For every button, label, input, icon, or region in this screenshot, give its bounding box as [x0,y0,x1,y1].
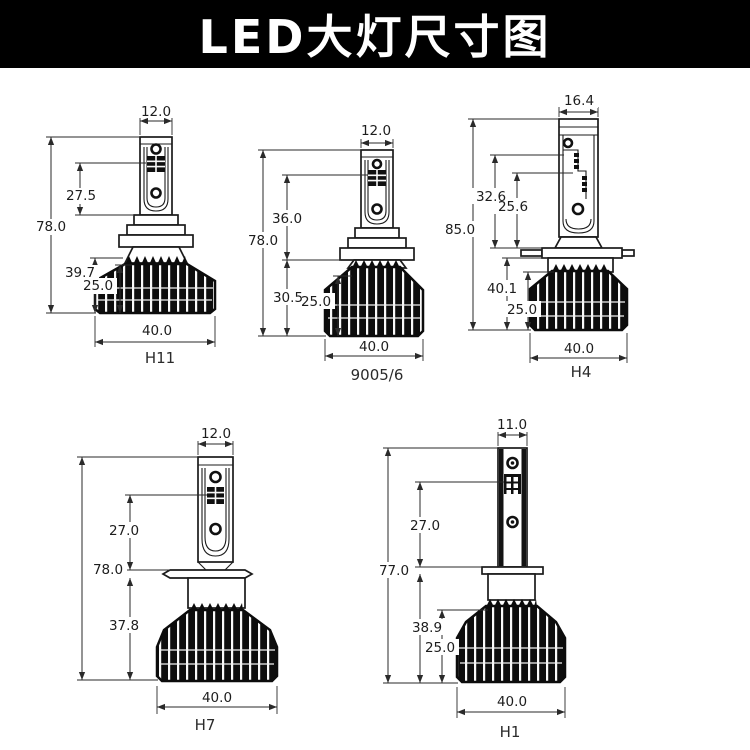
screw-top [150,143,162,155]
heatsink [323,265,425,338]
dim-seat-to-bottom: 38.9 [412,620,442,636]
dimension-lines-9005-6: 12.0 78.0 36.0 30.5 25.0 40.0 [244,122,424,361]
dim-total-height: 78.0 [248,233,278,249]
screw-bottom [371,203,383,215]
bulb-diagram-h7: 12.0 78.0 27.0 37.8 40.0 H7 [77,426,279,734]
title-banner: LED大灯尺寸图 [0,0,750,68]
flange-plate [541,247,623,259]
dim-bottom-width: 40.0 [564,341,594,357]
screw-bottom [150,187,162,199]
heatsink-neck [487,573,536,601]
dimension-lines-h1: 11.0 77.0 27.0 38.9 25.0 40.0 [375,417,566,718]
dim-total-height: 78.0 [36,219,66,235]
flange-plate [126,224,186,236]
bulb-diagram-h11: 12.0 78.0 27.5 39.7 25.0 40.0 H11 [33,104,217,367]
screw-bottom [209,522,222,536]
led-bracket [563,149,587,199]
bulb-label: H4 [571,363,592,381]
dim-top-width: 12.0 [141,104,171,120]
bulb-label: 9005/6 [351,366,404,384]
dim-top-width: 16.4 [564,93,594,109]
bulb-stem [558,118,599,238]
bulb-art-h11 [93,136,217,315]
dim-seat-to-bottom: 30.5 [273,290,303,306]
bulb-art-h1 [455,447,567,684]
stem-base [553,236,604,249]
dim-top-width: 11.0 [497,417,527,433]
dimension-lines-h7: 12.0 78.0 27.0 37.8 40.0 [77,426,278,714]
dim-led-to-seat: 27.0 [410,518,440,534]
dim-heatsink-height: 25.0 [425,640,455,656]
bulb-art-9005-6 [323,149,425,338]
flange-plate [354,227,400,239]
dim-led-to-seat: 32.6 [476,189,506,205]
flange-plate [161,569,254,579]
bulb-art-h7 [155,456,279,683]
page-title: LED大灯尺寸图 [198,10,552,64]
dim-seat-to-bottom: 37.8 [109,618,139,634]
dim-led-to-seat-2: 25.6 [498,199,528,215]
bulb-diagram-h1: 11.0 77.0 27.0 38.9 25.0 40.0 H1 [375,417,567,741]
dim-bottom-width: 40.0 [497,694,527,710]
dim-seat-to-bottom: 39.7 [65,265,95,281]
heatsink [455,604,567,684]
bulb-label: H1 [500,723,521,741]
bulb-diagram-9005-6: 12.0 78.0 36.0 30.5 25.0 40.0 9005/6 [244,122,425,384]
dim-total-height: 78.0 [93,562,123,578]
dim-bottom-width: 40.0 [359,339,389,355]
dim-bottom-width: 40.0 [202,690,232,706]
heatsink [528,269,629,332]
dim-top-width: 12.0 [361,123,391,139]
screw-top [562,137,574,149]
dim-heatsink-height: 25.0 [301,294,331,310]
flange-plate [347,237,407,249]
dim-led-to-seat: 27.5 [66,188,96,204]
bulb-label: H7 [195,716,216,734]
bulb-label: H11 [145,349,175,367]
dim-seat-to-bottom: 40.1 [487,281,517,297]
flange-tab-right [621,249,635,257]
bulb-art-h4 [520,118,635,332]
flange-plate [118,234,194,248]
dim-led-to-seat: 36.0 [272,211,302,227]
dim-total-height: 85.0 [445,222,475,238]
dimension-lines-h4: 16.4 85.0 32.6 25.6 40.1 25.0 40.0 [441,93,628,363]
dim-bottom-width: 40.0 [142,323,172,339]
flange-plate [133,214,179,226]
bulb-diagram-h4: 16.4 85.0 32.6 25.6 40.1 25.0 40.0 H4 [441,93,635,381]
screw-top [209,470,222,484]
flange-tab-left [520,249,543,257]
dim-total-height: 77.0 [379,563,409,579]
heatsink-neck [187,577,246,609]
screw-bottom [571,202,585,216]
dim-led-to-seat: 27.0 [109,523,139,539]
flange-plate [481,566,544,575]
heatsink [155,608,279,683]
dim-top-width: 12.0 [201,426,231,442]
dim-heatsink-height: 25.0 [83,278,113,294]
dimension-lines-h11: 12.0 78.0 27.5 39.7 25.0 40.0 [33,104,216,347]
dim-heatsink-height: 25.0 [507,302,537,318]
screw-top [371,158,383,170]
flange-plate [339,247,415,261]
